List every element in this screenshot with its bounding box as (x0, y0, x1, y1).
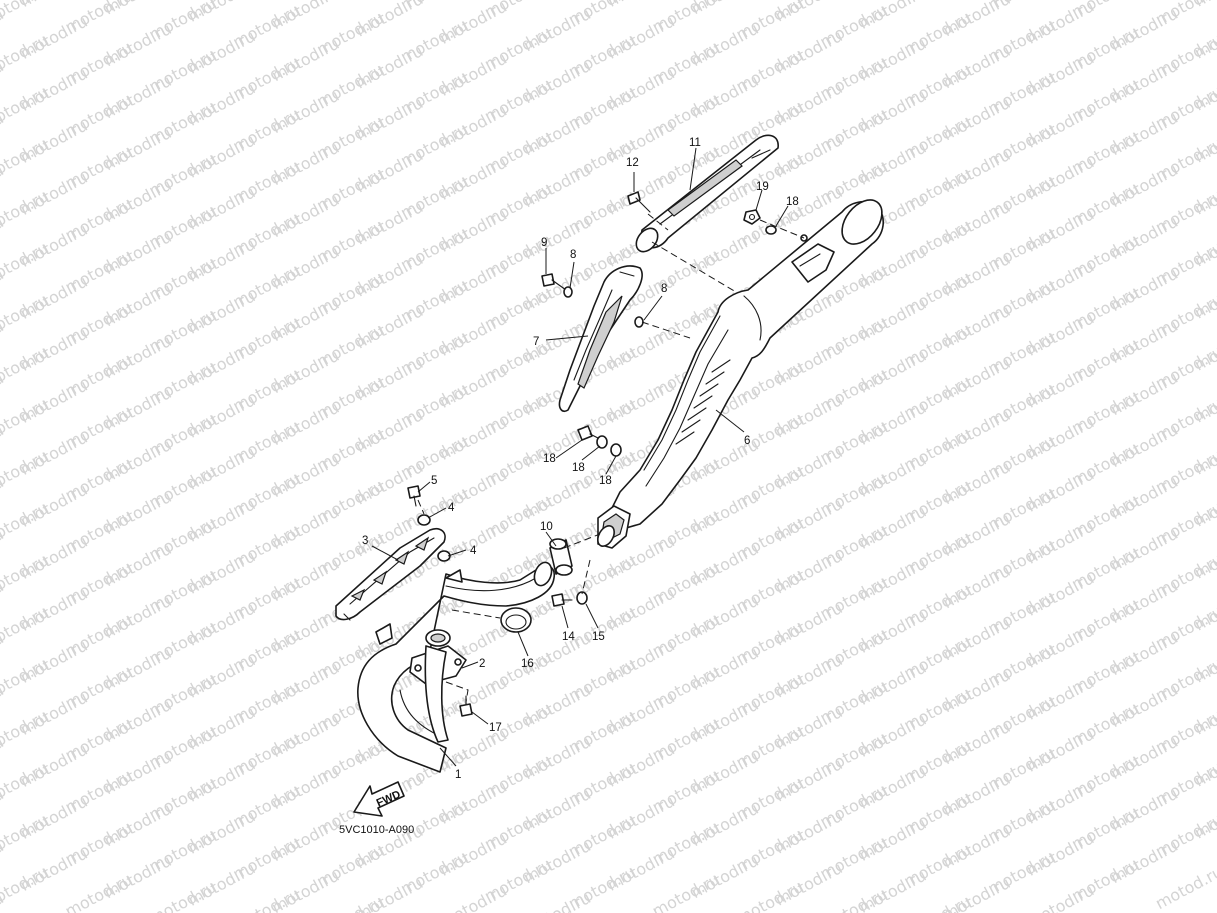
watermark-text: motod.ru (101, 0, 175, 18)
callout-label: 6 (744, 435, 750, 447)
callout-label: 3 (362, 535, 368, 547)
callout-label: 4 (448, 502, 455, 514)
callout-label: 8 (661, 283, 667, 295)
watermark-text: motod.ru (604, 0, 678, 11)
watermark-text: motod.ru (352, 873, 426, 913)
callout-label: 11 (689, 137, 701, 149)
callout-label: 4 (470, 545, 477, 557)
callout-label: 17 (489, 722, 502, 734)
callout-label: 14 (562, 631, 575, 643)
watermark-text: motod.ru (688, 0, 762, 18)
muffler (597, 199, 884, 549)
watermark-text: motod.ru (856, 0, 930, 33)
callout-label: 18 (543, 453, 556, 465)
callout-label: 18 (599, 475, 612, 487)
watermark-text: motod.ru (268, 0, 342, 33)
exhaust-protector-7 (558, 265, 643, 413)
watermark-text: motod.ru (940, 0, 1014, 40)
watermark-text: motod.ru (772, 0, 846, 26)
callout-label: 5 (431, 475, 437, 487)
callout-label: 8 (570, 249, 576, 261)
callout-label: 7 (533, 336, 539, 348)
callout-label: 18 (572, 462, 585, 474)
assembly-lines (417, 213, 805, 703)
gasket-15 (500, 607, 532, 633)
muffler-protector-13 (635, 134, 779, 253)
watermark-text: motod.ru (520, 888, 594, 913)
watermark-text: motod.ru (268, 866, 342, 913)
leader-lines (371, 147, 789, 767)
callout-label: 9 (541, 237, 547, 249)
callout-label: 12 (626, 157, 639, 169)
gasket-10 (549, 538, 573, 576)
exhaust-pipe-1 (357, 561, 556, 773)
watermark-text: motod.ru (0, 888, 7, 913)
callout-labels: 11 12 19 18 9 8 8 7 6 18 18 18 5 4 4 3 1… (362, 137, 799, 781)
watermark-text: motod.ru (436, 881, 510, 913)
watermark-text: motod.ru (1152, 862, 1217, 913)
exhaust-pipe-protector-3 (335, 527, 446, 621)
watermark-text: motod.ru (17, 0, 91, 11)
callout-label: 10 (540, 521, 553, 533)
callout-label: 15 (592, 631, 605, 643)
callout-label: 18 (786, 196, 799, 208)
callout-label: 2 (479, 658, 485, 670)
watermark-text: motod.ru (352, 0, 426, 41)
watermark-text: motod.ru (940, 873, 1014, 913)
watermark-text: motod.ru (1023, 880, 1097, 913)
fwd-arrow: FWD (353, 781, 405, 817)
callout-label: 19 (756, 181, 769, 193)
watermark-text: motod.ru (856, 866, 930, 913)
watermark-text: motod.ru (185, 0, 259, 26)
watermark-text: motod.ru (1191, 0, 1217, 11)
callout-label: 1 (455, 769, 461, 781)
callout-label: 16 (521, 658, 534, 670)
diagram-code: 5VC1010-A090 (339, 824, 414, 836)
